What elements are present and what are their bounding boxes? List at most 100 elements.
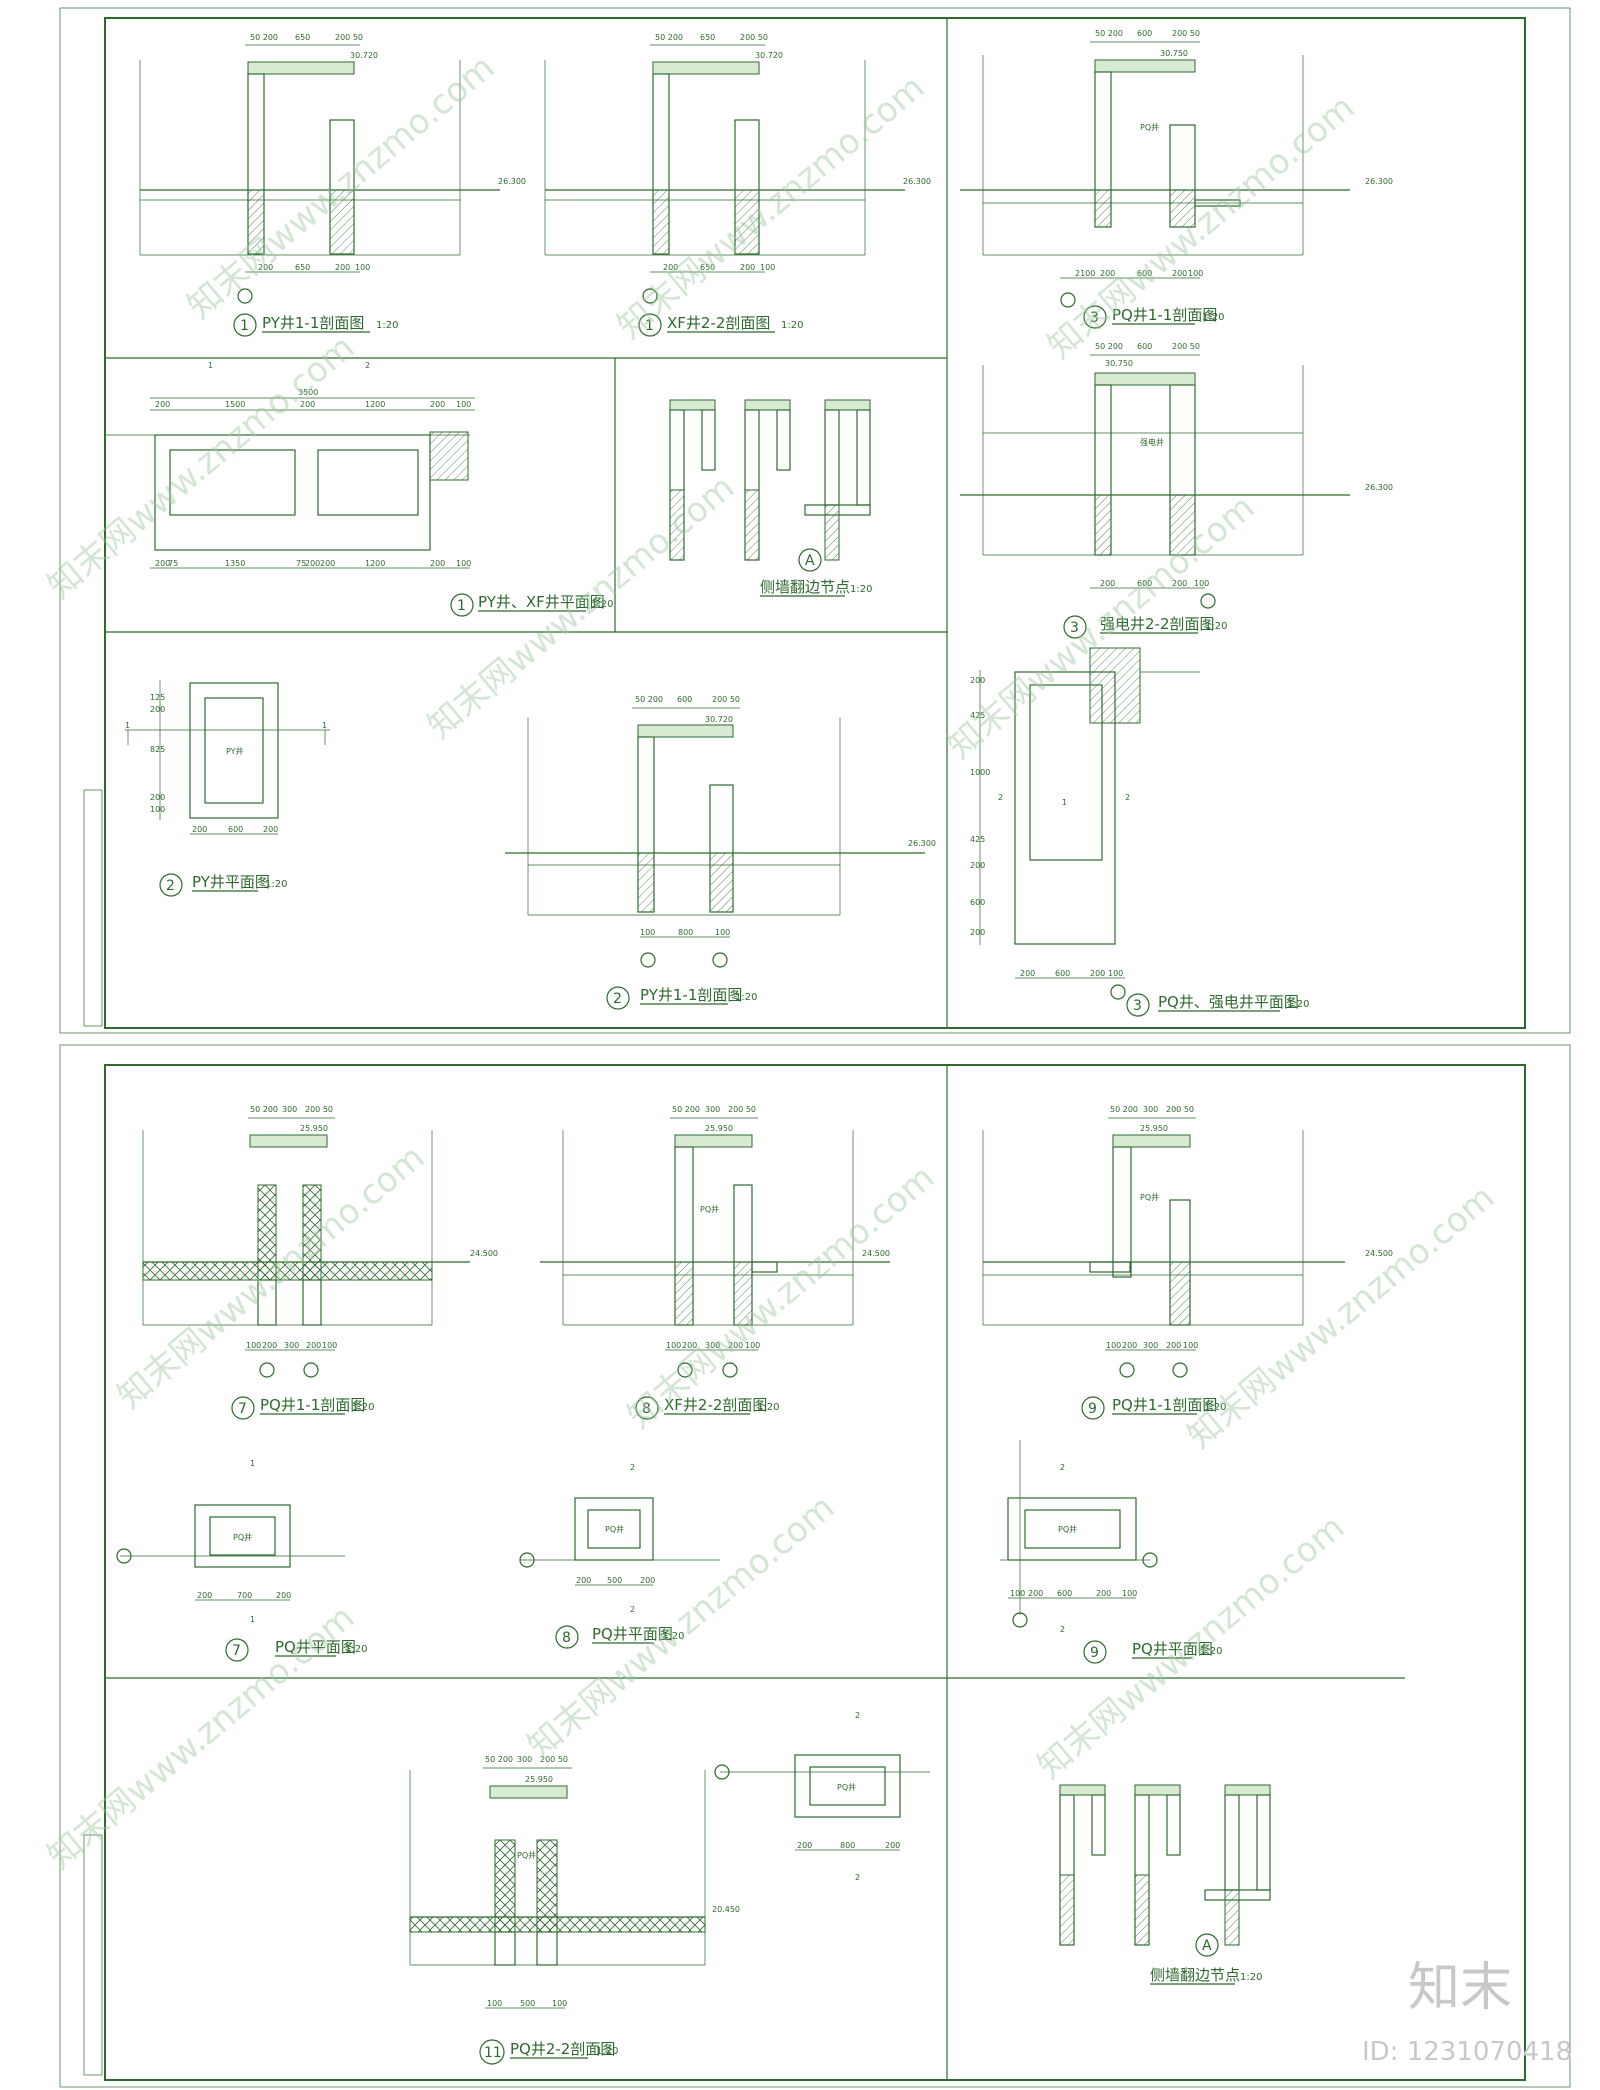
- detail-title: 侧墙翻边节点: [760, 578, 850, 596]
- dim-top-right: 200 50: [728, 1105, 756, 1114]
- dim-top-right: 200 50: [1166, 1105, 1194, 1114]
- dim-top-mid: 650: [700, 33, 715, 42]
- watermark-1: 知末网www.znzmo.com: [180, 47, 502, 326]
- dim-bot-3: 200: [1096, 1589, 1111, 1598]
- detail-scale: 1:20: [1200, 1646, 1222, 1657]
- dim-top-mid: 300: [517, 1755, 532, 1764]
- detail-wall-flange-a-2: A 侧墙翻边节点 1:20: [1059, 1784, 1271, 1985]
- level-ground: 26.300: [903, 177, 931, 186]
- dim-bot-3: 100: [1108, 969, 1123, 978]
- dim-side-0: 125: [150, 693, 165, 702]
- brand-mark: 知末 ID: 1231070418: [1362, 1958, 1572, 2067]
- dim-top-right: 200 50: [1172, 342, 1200, 351]
- dim-bot-0: 200: [1020, 969, 1035, 978]
- dim-side-2: 1000: [970, 768, 990, 777]
- cut-top: 2: [630, 1463, 635, 1472]
- section-py-1-1: 50 200 650 200 50 30.720 26.300 200 650 …: [139, 33, 526, 337]
- detail-number: 3: [1133, 998, 1142, 1014]
- level-ground: 26.300: [908, 839, 936, 848]
- dim-top-0: 200: [155, 400, 170, 409]
- dim-bottom-1: 200: [262, 1341, 277, 1350]
- detail-wall-flange-a: A 侧墙翻边节点 1:20: [669, 399, 872, 597]
- detail-number: 3: [1070, 620, 1079, 636]
- dim-top-mid: 300: [705, 1105, 720, 1114]
- dim-side-4: 200: [970, 861, 985, 870]
- watermark-3: 知末网www.znzmo.com: [1040, 87, 1362, 366]
- dim-bottom-2: 300: [284, 1341, 299, 1350]
- dim-top: 50 200: [1095, 342, 1123, 351]
- dim-bottom-2: 200: [740, 263, 755, 272]
- detail-title: PY井1-1剖面图: [640, 986, 742, 1004]
- detail-mark: A: [1202, 1938, 1212, 1954]
- dim-bottom-0: 200: [663, 263, 678, 272]
- dim-top-mid: 600: [1137, 342, 1152, 351]
- section-11: PQ井 50 200 300 200 50 25.950 20.450 100 …: [409, 1755, 740, 2065]
- dim-bottom-0: 200: [1100, 579, 1115, 588]
- detail-title: XF井2-2剖面图: [667, 314, 770, 332]
- dim-top: 50 200: [1110, 1105, 1138, 1114]
- detail-number: 2: [613, 991, 622, 1007]
- detail-scale: 1:20: [345, 1644, 367, 1655]
- well-label: PQ井: [1140, 1192, 1159, 1202]
- dim-bot-0: 200: [155, 559, 170, 568]
- cut-2-right: 2: [1125, 793, 1130, 802]
- detail-number: 11: [484, 2045, 502, 2061]
- dim-bottom-0: 200: [258, 263, 273, 272]
- dim-bottom-2: 300: [705, 1341, 720, 1350]
- dim-bot-1: 700: [237, 1591, 252, 1600]
- dim-bottom-1: 650: [700, 263, 715, 272]
- dim-top-right: 200 50: [712, 695, 740, 704]
- dim-bottom-0: 100: [666, 1341, 681, 1350]
- dim-side-6: 200: [970, 928, 985, 937]
- cut-2: 2: [365, 361, 370, 370]
- dim-bot-4: 200: [305, 559, 320, 568]
- cut-top: 2: [855, 1711, 860, 1720]
- dim-bot-8: 100: [456, 559, 471, 568]
- level-top: 30.750: [1105, 359, 1133, 368]
- detail-number: 8: [562, 1630, 571, 1646]
- dim-bot-3: 75: [296, 559, 306, 568]
- well-label: PQ井: [233, 1532, 252, 1542]
- dim-bottom-3: 100: [355, 263, 370, 272]
- cut-top: 2: [1060, 1463, 1065, 1472]
- detail-number: 2: [166, 878, 175, 894]
- dim-bottom-1: 200: [1100, 269, 1115, 278]
- watermark-8: 知末网www.znzmo.com: [620, 1157, 942, 1436]
- detail-title: PY井、XF井平面图: [478, 593, 605, 611]
- cut-bottom: 2: [855, 1873, 860, 1882]
- detail-number: 9: [1090, 1645, 1099, 1661]
- dim-top-right: 200 50: [540, 1755, 568, 1764]
- detail-number: 7: [232, 1643, 241, 1659]
- dim-bot-1: 200: [1028, 1589, 1043, 1598]
- dim-bot-1: 600: [1055, 969, 1070, 978]
- detail-scale: 1:20: [1240, 1972, 1262, 1983]
- dim-bottom-4: 100: [1183, 1341, 1198, 1350]
- level-top: 30.750: [1160, 49, 1188, 58]
- well-label: PQ井: [605, 1524, 624, 1534]
- plan-py-xf: 3500 200 1500 200 1200 200 100 1 2 200 7…: [105, 361, 613, 617]
- dim-bottom-1: 200: [682, 1341, 697, 1350]
- dim-top: 50 200: [250, 1105, 278, 1114]
- dim-bottom-4: 100: [1188, 269, 1203, 278]
- well-label: PY井: [226, 746, 244, 756]
- dim-bot-2: 200: [263, 825, 278, 834]
- well-label: PQ井: [517, 1850, 536, 1860]
- detail-title: PY井平面图: [192, 873, 270, 891]
- dim-bottom-4: 100: [322, 1341, 337, 1350]
- dim-top-mid: 300: [1143, 1105, 1158, 1114]
- detail-scale: 1:20: [757, 1402, 779, 1413]
- dim-top: 50 200: [655, 33, 683, 42]
- cut-2-left: 2: [998, 793, 1003, 802]
- watermarks: 知末网www.znzmo.com 知末网www.znzmo.com 知末网www…: [40, 47, 1502, 1876]
- dim-top-mid: 600: [1137, 29, 1152, 38]
- cut-bottom: 1: [250, 1615, 255, 1624]
- cut-right: 1: [322, 721, 327, 730]
- detail-scale: 1:20: [781, 320, 803, 331]
- well-label: 强电井: [1140, 437, 1164, 447]
- level-ground: 24.500: [1365, 1249, 1393, 1258]
- detail-scale: 1:20: [735, 992, 757, 1003]
- detail-scale: 1:20: [265, 879, 287, 890]
- detail-title: PQ井平面图: [592, 1625, 673, 1643]
- section-8: PQ井 50 200 300 200 50 25.950 24.500 100 …: [540, 1105, 890, 1420]
- dim-bot-2: 1350: [225, 559, 245, 568]
